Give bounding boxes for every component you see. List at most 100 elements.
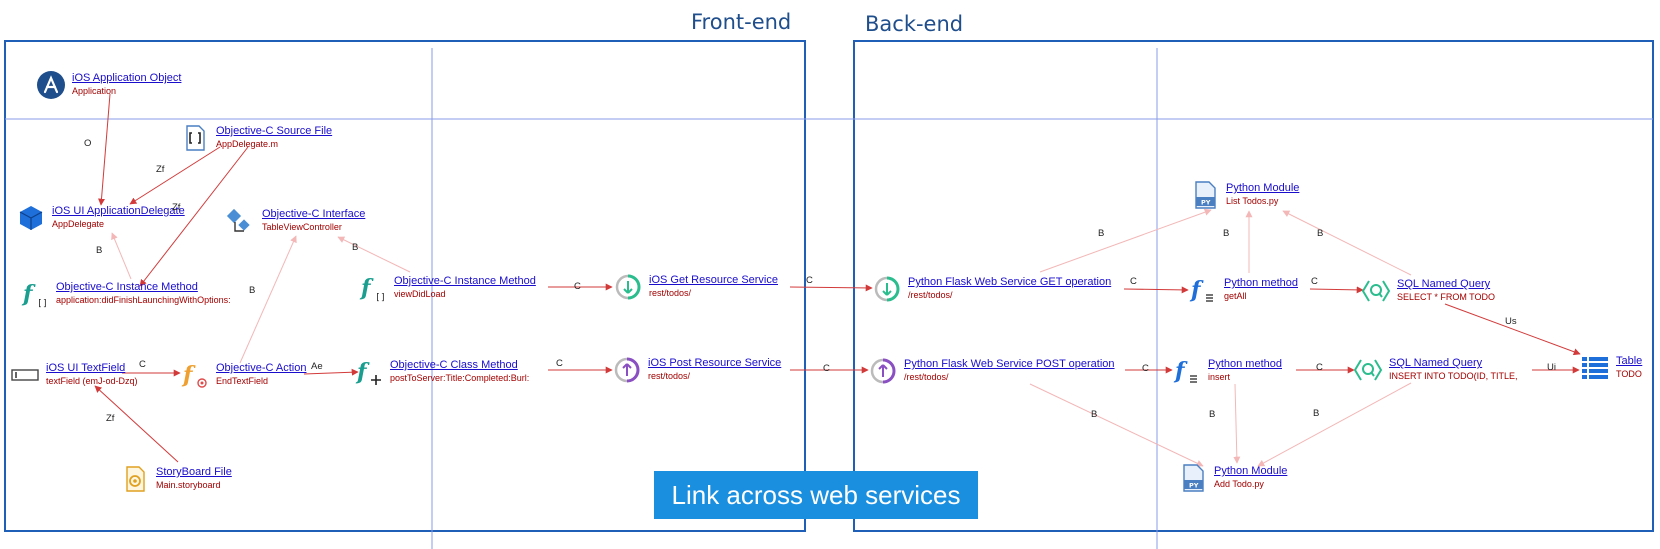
node-title[interactable]: Python Flask Web Service POST operation — [904, 358, 1115, 370]
python-file-icon: PY — [1183, 464, 1204, 492]
node-title[interactable]: iOS Get Resource Service — [649, 274, 778, 286]
node-ios-get-resource-service[interactable]: iOS Get Resource Service rest/todos/ — [613, 272, 778, 302]
node-title[interactable]: Objective-C Class Method — [390, 359, 518, 371]
node-title[interactable]: SQL Named Query — [1397, 278, 1491, 290]
backend-frame — [853, 40, 1654, 532]
edge-label: B — [249, 285, 256, 296]
edge-objc-source-file-to-ios-ui-appdelegate — [129, 146, 221, 205]
python-file-icon: PY — [1195, 181, 1216, 209]
node-flask-post-operation[interactable]: Python Flask Web Service POST operation/… — [868, 356, 1115, 386]
edge-storyboard-to-ios-textfield — [94, 385, 179, 463]
node-title[interactable]: iOS Post Resource Service — [648, 357, 782, 369]
storyboard-icon — [126, 466, 145, 492]
edge-label: C — [139, 359, 146, 370]
edge-objc-instance-method-1-to-ios-ui-appdelegate — [111, 232, 132, 280]
node-title[interactable]: Objective-C Source File — [216, 125, 333, 137]
function-list-icon: f — [1189, 277, 1213, 303]
interface-icon — [226, 208, 250, 232]
edge-objc-action-to-objc-interface — [239, 235, 297, 364]
node-ios-ui-textfield[interactable]: iOS UI TextField textField (emJ-od-Dzq) — [10, 360, 138, 390]
node-title[interactable]: SQL Named Query — [1389, 357, 1483, 369]
node-title[interactable]: Objective-C Instance Method — [394, 275, 536, 287]
svg-text:f: f — [21, 281, 36, 307]
node-title[interactable]: StoryBoard File — [156, 466, 232, 478]
node-title[interactable]: Python Flask Web Service GET operation — [908, 276, 1112, 288]
node-subtitle: rest/todos/ — [648, 371, 691, 381]
node-title[interactable]: Python Module — [1226, 182, 1300, 194]
node-title[interactable]: iOS Application Object — [72, 72, 182, 84]
function-target-icon: f — [181, 362, 207, 388]
node-title[interactable]: iOS UI TextField — [46, 362, 126, 374]
edge-label: C — [1130, 276, 1137, 287]
post-service-icon — [870, 358, 896, 384]
node-ios-post-resource-service[interactable]: iOS Post Resource Service rest/todos/ — [612, 355, 781, 385]
function-bracket-icon: f [] — [21, 281, 48, 309]
edge-label: C — [1142, 363, 1149, 374]
edge-objc-action-to-objc-class-method — [303, 368, 359, 376]
edge-label: Ae — [311, 361, 323, 372]
frontend-section-title: Front-end — [691, 10, 792, 34]
node-subtitle: postToServer:Title:Completed:Burl: — [390, 373, 530, 383]
edge-objc-instance-method-2-to-objc-interface — [337, 236, 411, 273]
textfield-icon — [11, 369, 39, 381]
node-objc-class-method[interactable]: f Objective-C Class Method postToServer:T… — [354, 357, 529, 387]
node-objc-instance-method-1[interactable]: f [] Objective-C Instance Method applicat… — [20, 279, 231, 309]
node-flask-get-operation[interactable]: Python Flask Web Service GET operation/r… — [872, 274, 1111, 304]
edge-flask-get-to-py-module-list — [1039, 208, 1212, 273]
edge-label: C — [1311, 276, 1318, 287]
node-subtitle: rest/todos/ — [649, 288, 692, 298]
edge-label: Ui — [1547, 362, 1556, 373]
node-title[interactable]: Objective-C Action — [216, 362, 307, 374]
node-title[interactable]: Objective-C Interface — [262, 208, 366, 220]
svg-text:[]: [] — [37, 299, 48, 309]
node-subtitle: List Todos.py — [1226, 196, 1279, 206]
frontend-frame — [4, 40, 806, 532]
svg-text:f: f — [359, 275, 374, 301]
svg-text:f: f — [355, 359, 370, 385]
node-title[interactable]: Objective-C Instance Method — [56, 281, 198, 293]
node-title[interactable]: iOS UI ApplicationDelegate — [52, 205, 185, 217]
edge-py-method-insert-to-py-module-add — [1233, 383, 1241, 464]
table-icon — [1582, 357, 1608, 379]
node-subtitle: Main.storyboard — [156, 480, 221, 490]
node-title[interactable]: Python method — [1208, 358, 1282, 370]
svg-text:PY: PY — [1201, 199, 1211, 207]
source-file-icon — [186, 125, 205, 151]
node-subtitle: textField (emJ-od-Dzq) — [46, 376, 138, 386]
function-bracket-icon: f [] — [359, 275, 386, 303]
edge-label: C — [1316, 362, 1323, 373]
edge-label: B — [1098, 228, 1105, 239]
svg-text:[]: [] — [375, 293, 386, 303]
node-title[interactable]: Python method — [1224, 277, 1298, 289]
edge-label: B — [1209, 409, 1216, 420]
node-subtitle: Application — [72, 86, 117, 96]
edge-label: B — [96, 245, 103, 256]
node-subtitle: Add Todo.py — [1214, 479, 1264, 489]
node-title[interactable]: Python Module — [1214, 465, 1288, 477]
node-subtitle: INSERT INTO TODO(ID, TITLE, — [1389, 371, 1518, 381]
backend-section-title: Back-end — [865, 12, 964, 36]
edge-label: O — [84, 138, 92, 149]
node-subtitle: application:didFinishLaunchingWithOption… — [56, 295, 231, 305]
edge-ios-get-resource-to-flask-get — [789, 284, 873, 292]
node-title[interactable]: Table — [1616, 355, 1643, 367]
node-subtitle: insert — [1208, 372, 1231, 382]
edge-label: B — [1091, 409, 1098, 420]
edge-sql-query-select-to-table-todo — [1444, 303, 1581, 356]
